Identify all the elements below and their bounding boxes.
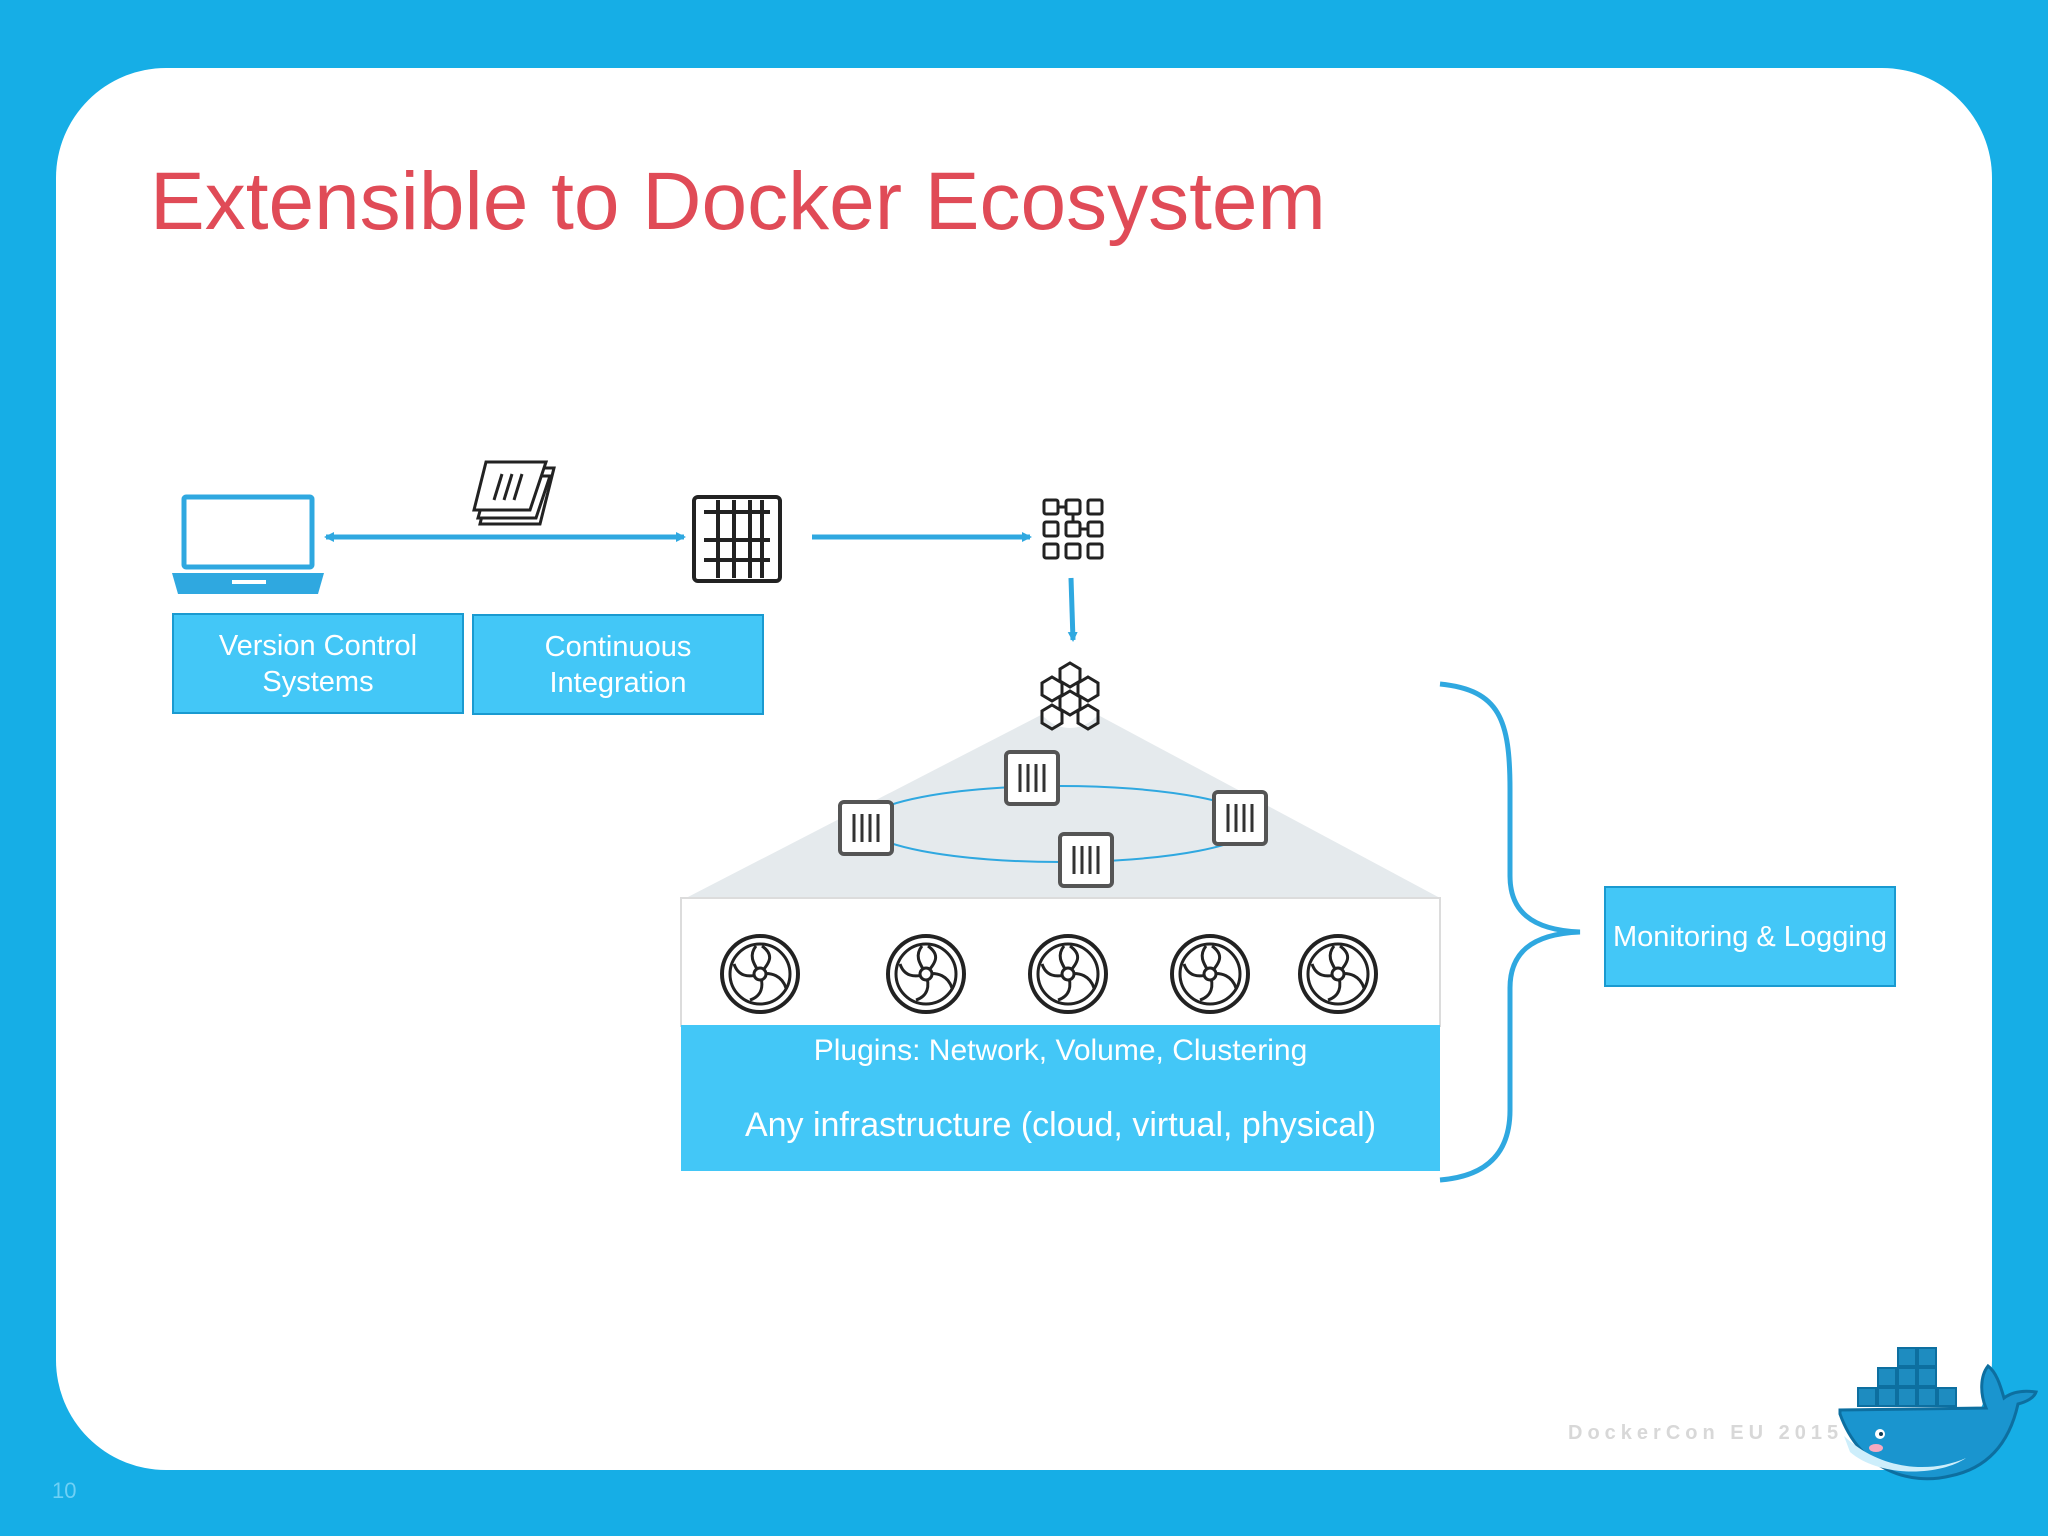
container-icon bbox=[1058, 832, 1114, 888]
hexagon-cluster-icon bbox=[1034, 656, 1106, 731]
host-fan-icon bbox=[1298, 934, 1378, 1014]
cluster-arrow bbox=[1067, 577, 1078, 642]
host-fan-icon bbox=[1028, 934, 1108, 1014]
host-fan-icon bbox=[886, 934, 966, 1014]
laptop-icon bbox=[172, 494, 324, 594]
docker-whale-logo bbox=[1838, 1347, 2038, 1481]
slide-title: Extensible to Docker Ecosystem bbox=[150, 156, 1326, 247]
registry-icon bbox=[692, 495, 782, 583]
continuous-integration-label: Continuous Integration bbox=[544, 630, 692, 699]
host-fan-icon bbox=[1170, 934, 1250, 1014]
tiles-icon bbox=[1042, 498, 1104, 560]
plugins-label: Plugins: Network, Volume, Clustering bbox=[813, 1034, 1308, 1067]
container-icon bbox=[1004, 750, 1060, 806]
host-fan-icon bbox=[720, 934, 800, 1014]
version-control-box: Version Control Systems bbox=[172, 613, 464, 714]
scope-brace bbox=[1439, 681, 1581, 1183]
event-footer: DockerCon EU 2015 bbox=[1568, 1422, 1844, 1444]
monitoring-label: Monitoring & Logging bbox=[1612, 920, 1888, 953]
container-icon bbox=[838, 800, 894, 856]
files-icon bbox=[472, 460, 556, 526]
continuous-integration-box: Continuous Integration bbox=[472, 614, 764, 715]
infrastructure-label: Any infrastructure (cloud, virtual, phys… bbox=[744, 1106, 1377, 1144]
page-number: 10 bbox=[52, 1478, 77, 1503]
monitoring-box: Monitoring & Logging bbox=[1604, 886, 1896, 987]
version-control-label: Version Control Systems bbox=[218, 629, 418, 698]
container-icon bbox=[1212, 790, 1268, 846]
infrastructure-band bbox=[681, 1025, 1440, 1171]
